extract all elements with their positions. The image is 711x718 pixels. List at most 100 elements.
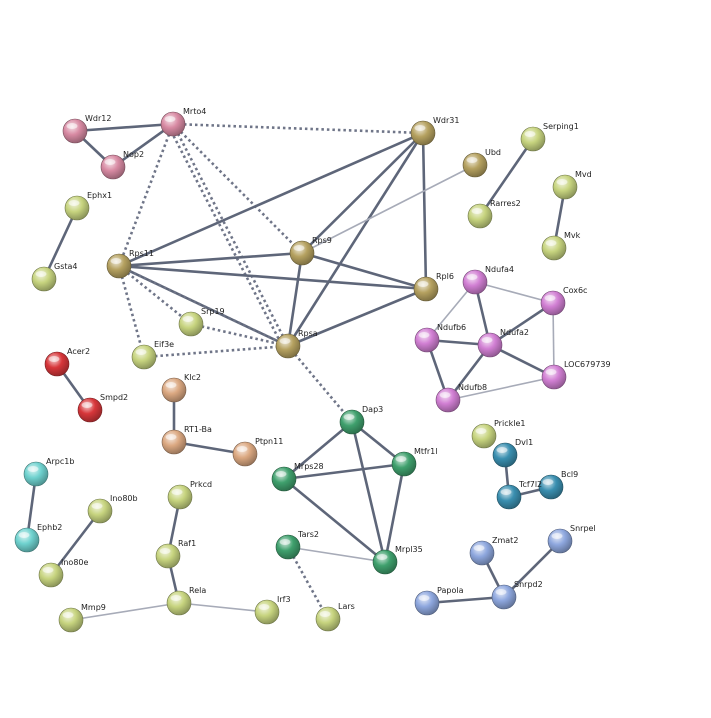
node-ball-bcl9[interactable] xyxy=(538,474,564,500)
node-irf3[interactable]: Irf3 xyxy=(254,595,291,625)
node-ball-wdr31[interactable] xyxy=(410,120,436,146)
node-rt1-ba[interactable]: RT1-Ba xyxy=(161,425,212,455)
node-smpd2[interactable]: Smpd2 xyxy=(77,393,128,423)
node-rarres2[interactable]: Rarres2 xyxy=(467,199,521,229)
node-wdr31[interactable]: Wdr31 xyxy=(410,116,459,146)
node-nop2[interactable]: Nop2 xyxy=(100,150,144,180)
node-mrps28[interactable]: Mrps28 xyxy=(271,462,324,492)
node-acer2[interactable]: Acer2 xyxy=(44,347,90,377)
node-ball-rps11[interactable] xyxy=(106,253,132,279)
node-ino80e[interactable]: Ino80e xyxy=(38,558,89,588)
node-ball-ndufb8[interactable] xyxy=(435,387,461,413)
node-ball-srp19[interactable] xyxy=(178,311,204,337)
node-dvl1[interactable]: Dvl1 xyxy=(492,438,533,468)
node-ball-papola[interactable] xyxy=(414,590,440,616)
node-ball-acer2[interactable] xyxy=(44,351,70,377)
node-ball-mrps28[interactable] xyxy=(271,466,297,492)
node-ball-rpsa[interactable] xyxy=(275,333,301,359)
node-rps9[interactable]: Rps9 xyxy=(289,236,332,266)
node-ball-eif3e[interactable] xyxy=(131,344,157,370)
node-mtfr1l[interactable]: Mtfr1l xyxy=(391,447,437,477)
node-rps11[interactable]: Rps11 xyxy=(106,249,154,279)
node-ndufa2[interactable]: Ndufa2 xyxy=(477,328,529,358)
node-gsta4[interactable]: Gsta4 xyxy=(31,262,78,292)
node-ball-zmat2[interactable] xyxy=(469,540,495,566)
node-ball-prickle1[interactable] xyxy=(471,423,497,449)
node-ndufb6[interactable]: Ndufb6 xyxy=(414,323,466,353)
node-mmp9[interactable]: Mmp9 xyxy=(58,603,106,633)
node-ubd[interactable]: Ubd xyxy=(462,148,501,178)
node-ndufb8[interactable]: Ndufb8 xyxy=(435,383,487,413)
node-ball-mmp9[interactable] xyxy=(58,607,84,633)
node-ball-ephx1[interactable] xyxy=(64,195,90,221)
node-tcf7l2[interactable]: Tcf7l2 xyxy=(496,480,542,510)
node-ball-arpc1b[interactable] xyxy=(23,461,49,487)
node-snrpd2[interactable]: Snrpd2 xyxy=(491,580,543,610)
node-ball-snrpe[interactable] xyxy=(547,528,573,554)
node-ball-ptpn11[interactable] xyxy=(232,441,258,467)
node-ephx1[interactable]: Ephx1 xyxy=(64,191,112,221)
node-lars[interactable]: Lars xyxy=(315,602,355,632)
node-ptpn11[interactable]: Ptpn11 xyxy=(232,437,283,467)
node-ball-raf1[interactable] xyxy=(155,543,181,569)
node-ephb2[interactable]: Ephb2 xyxy=(14,523,62,553)
node-ndufa4[interactable]: Ndufa4 xyxy=(462,265,514,295)
node-ball-serping1[interactable] xyxy=(520,126,546,152)
node-ball-rarres2[interactable] xyxy=(467,203,493,229)
node-ball-ndufa2[interactable] xyxy=(477,332,503,358)
node-ball-dvl1[interactable] xyxy=(492,442,518,468)
node-ball-snrpd2[interactable] xyxy=(491,584,517,610)
node-rela[interactable]: Rela xyxy=(166,586,206,616)
node-zmat2[interactable]: Zmat2 xyxy=(469,536,518,566)
node-mrpl35[interactable]: Mrpl35 xyxy=(372,545,423,575)
node-ball-klc2[interactable] xyxy=(161,377,187,403)
node-raf1[interactable]: Raf1 xyxy=(155,539,196,569)
node-ball-mtfr1l[interactable] xyxy=(391,451,417,477)
node-tars2[interactable]: Tars2 xyxy=(275,530,319,560)
node-prickle1[interactable]: Prickle1 xyxy=(471,419,525,449)
node-ball-rt1-ba[interactable] xyxy=(161,429,187,455)
node-ball-ndufa4[interactable] xyxy=(462,269,488,295)
node-ball-irf3[interactable] xyxy=(254,599,280,625)
node-ball-tars2[interactable] xyxy=(275,534,301,560)
node-ball-dap3[interactable] xyxy=(339,409,365,435)
node-bcl9[interactable]: Bcl9 xyxy=(538,470,578,500)
node-ball-ubd[interactable] xyxy=(462,152,488,178)
node-ball-nop2[interactable] xyxy=(100,154,126,180)
node-ball-wdr12[interactable] xyxy=(62,118,88,144)
node-prkcd[interactable]: Prkcd xyxy=(167,480,212,510)
node-ball-cox6c[interactable] xyxy=(540,290,566,316)
node-ino80b[interactable]: Ino80b xyxy=(87,494,138,524)
node-ball-ndufb6[interactable] xyxy=(414,327,440,353)
node-ball-rps9[interactable] xyxy=(289,240,315,266)
node-ball-mvd[interactable] xyxy=(552,174,578,200)
node-serping1[interactable]: Serping1 xyxy=(520,122,579,152)
node-rpl6[interactable]: Rpl6 xyxy=(413,272,454,302)
node-dap3[interactable]: Dap3 xyxy=(339,405,383,435)
node-mvd[interactable]: Mvd xyxy=(552,170,592,200)
node-ball-mrto4[interactable] xyxy=(160,111,186,137)
node-arpc1b[interactable]: Arpc1b xyxy=(23,457,74,487)
node-ball-lars[interactable] xyxy=(315,606,341,632)
node-ball-mvk[interactable] xyxy=(541,235,567,261)
node-mvk[interactable]: Mvk xyxy=(541,231,581,261)
node-ball-loc679739[interactable] xyxy=(541,364,567,390)
node-eif3e[interactable]: Eif3e xyxy=(131,340,174,370)
node-ball-ephb2[interactable] xyxy=(14,527,40,553)
node-ball-ino80e[interactable] xyxy=(38,562,64,588)
node-rpsa[interactable]: Rpsa xyxy=(275,329,318,359)
node-loc679739[interactable]: LOC679739 xyxy=(541,360,611,390)
node-wdr12[interactable]: Wdr12 xyxy=(62,114,111,144)
node-srp19[interactable]: Srp19 xyxy=(178,307,225,337)
node-klc2[interactable]: Klc2 xyxy=(161,373,201,403)
node-papola[interactable]: Papola xyxy=(414,586,464,616)
node-ball-tcf7l2[interactable] xyxy=(496,484,522,510)
node-ball-gsta4[interactable] xyxy=(31,266,57,292)
node-snrpe[interactable]: Snrpel xyxy=(547,524,596,554)
node-ball-rpl6[interactable] xyxy=(413,276,439,302)
node-cox6c[interactable]: Cox6c xyxy=(540,286,587,316)
node-ball-smpd2[interactable] xyxy=(77,397,103,423)
node-ball-mrpl35[interactable] xyxy=(372,549,398,575)
node-ball-ino80b[interactable] xyxy=(87,498,113,524)
node-ball-prkcd[interactable] xyxy=(167,484,193,510)
